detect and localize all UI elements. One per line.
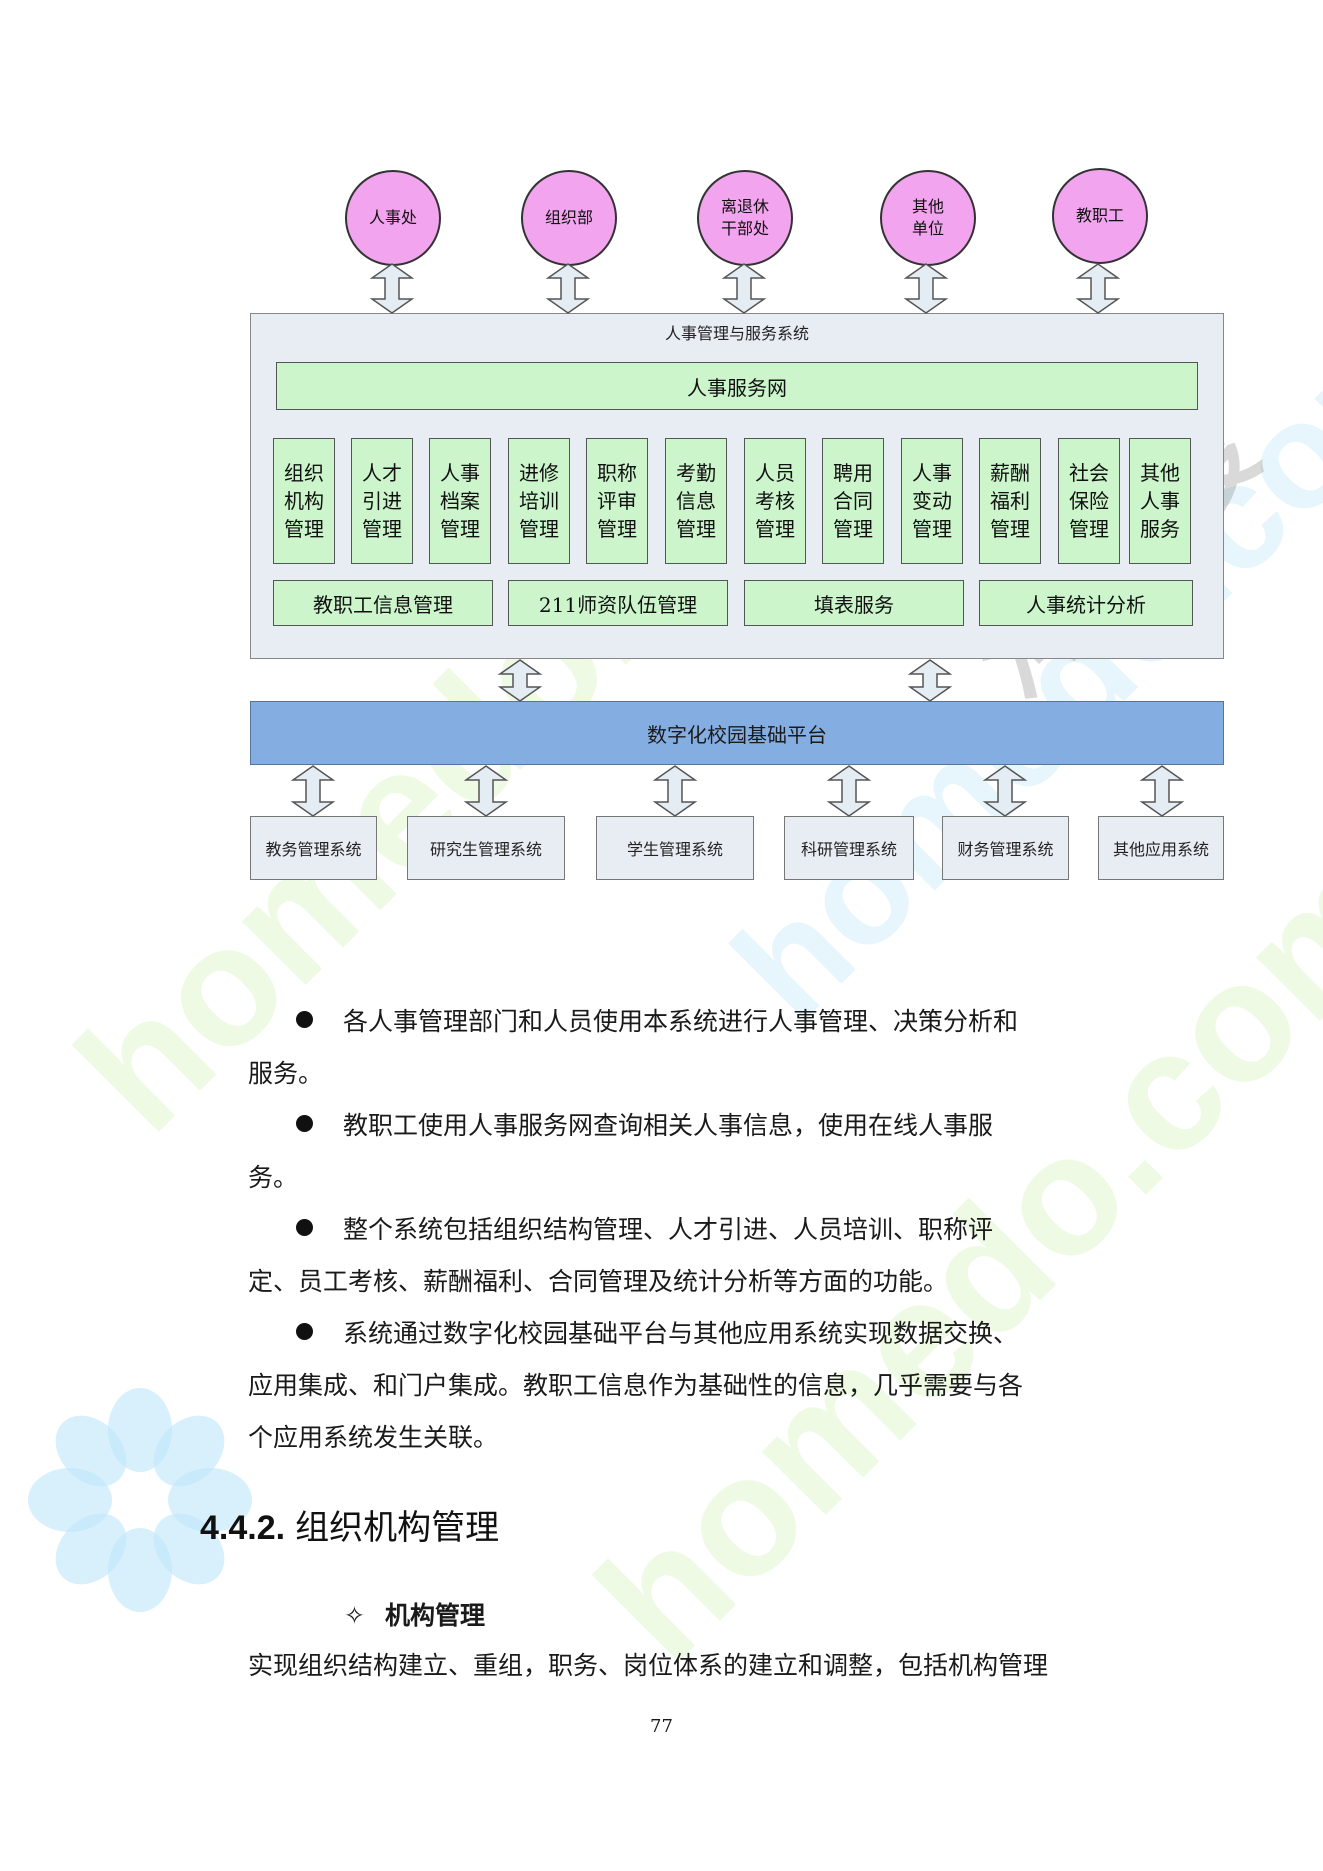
section-number: 4.4.2.: [200, 1509, 286, 1547]
bullet-text: 整个系统包括组织结构管理、人才引进、人员培训、职称评: [343, 1215, 994, 1244]
app-system-box: 其他应用系统: [1098, 816, 1224, 880]
diamond-bullet-icon: ✧: [344, 1601, 365, 1630]
app-system-box: 研究生管理系统: [407, 816, 565, 880]
module-box: 人事 档案 管理: [429, 438, 491, 564]
bullet-text: 务。: [248, 1163, 299, 1192]
module-box: 人才 引进 管理: [351, 438, 413, 564]
bullet-text: 应用集成、和门户集成。教职工信息作为基础性的信息，几乎需要与各: [248, 1371, 1024, 1400]
bullet-dot-icon: [296, 1115, 313, 1132]
bullet-dot-icon: [296, 1219, 313, 1236]
body-paragraph: 实现组织结构建立、重组，职务、岗位体系的建立和调整，包括机构管理: [248, 1651, 1049, 1680]
module-box: 薪酬 福利 管理: [979, 438, 1041, 564]
double-arrow-icon: [369, 263, 415, 314]
system-title: 人事管理与服务系统: [664, 324, 809, 343]
bullet-text: 各人事管理部门和人员使用本系统进行人事管理、决策分析和: [343, 1007, 1019, 1036]
double-arrow-icon: [907, 659, 953, 702]
double-arrow-icon: [1075, 263, 1121, 314]
watermark-flower-icon: [28, 1388, 252, 1612]
double-arrow-icon: [652, 765, 698, 817]
double-arrow-icon: [545, 263, 591, 314]
double-arrow-icon: [463, 765, 509, 817]
bullet-dot-icon: [296, 1011, 313, 1028]
section-title: 组织机构管理: [295, 1508, 500, 1548]
bullet-text: 定、员工考核、薪酬福利、合同管理及统计分析等方面的功能。: [248, 1267, 949, 1296]
module-box: 组织 机构 管理: [273, 438, 335, 564]
app-system-box: 科研管理系统: [784, 816, 914, 880]
stakeholder-circle: 其他 单位: [880, 170, 976, 266]
double-arrow-icon: [982, 765, 1028, 817]
double-arrow-icon: [290, 765, 336, 817]
bullet-text: 个应用系统发生关联。: [248, 1423, 499, 1452]
sub-service-bar: 教职工信息管理: [273, 580, 493, 626]
module-box: 进修 培训 管理: [508, 438, 570, 564]
module-box: 其他 人事 服务: [1129, 438, 1191, 564]
section-heading: 4.4.2.组织机构管理: [200, 1500, 499, 1549]
bullet-dot-icon: [296, 1323, 313, 1340]
bullet-paragraph: 教职工使用人事服务网查询相关人事信息，使用在线人事服务。: [248, 1100, 1078, 1204]
double-arrow-icon: [903, 263, 949, 314]
module-box: 职称 评审 管理: [586, 438, 648, 564]
sub-service-bar: 211师资队伍管理: [508, 580, 728, 626]
module-box: 人员 考核 管理: [744, 438, 806, 564]
double-arrow-icon: [497, 659, 543, 702]
subsection-heading: ✧ 机构管理: [344, 1596, 485, 1632]
double-arrow-icon: [1139, 765, 1185, 817]
double-arrow-icon: [721, 263, 767, 314]
page-number: 77: [650, 1716, 673, 1737]
service-net-bar: 人事服务网: [276, 362, 1198, 410]
stakeholder-circle: 离退休 干部处: [697, 170, 793, 266]
connector-arrows: [290, 263, 1185, 817]
module-box: 人事 变动 管理: [901, 438, 963, 564]
bullet-paragraph: 系统通过数字化校园基础平台与其他应用系统实现数据交换、应用集成、和门户集成。教职…: [248, 1308, 1078, 1464]
bullet-paragraph: 各人事管理部门和人员使用本系统进行人事管理、决策分析和服务。: [248, 996, 1078, 1100]
double-arrow-icon: [826, 765, 872, 817]
subsection-title: 机构管理: [384, 1601, 485, 1630]
sub-service-bar: 填表服务: [744, 580, 964, 626]
app-system-box: 财务管理系统: [942, 816, 1069, 880]
stakeholder-circle: 教职工: [1052, 168, 1148, 264]
bullet-text: 系统通过数字化校园基础平台与其他应用系统实现数据交换、: [343, 1319, 1019, 1348]
module-box: 社会 保险 管理: [1058, 438, 1120, 564]
bullet-text: 服务。: [248, 1059, 324, 1088]
platform-bar: 数字化校园基础平台: [250, 701, 1224, 765]
module-box: 聘用 合同 管理: [822, 438, 884, 564]
bullet-text: 教职工使用人事服务网查询相关人事信息，使用在线人事服: [343, 1111, 994, 1140]
bullet-paragraph: 整个系统包括组织结构管理、人才引进、人员培训、职称评定、员工考核、薪酬福利、合同…: [248, 1204, 1078, 1308]
module-box: 考勤 信息 管理: [665, 438, 727, 564]
app-system-box: 学生管理系统: [596, 816, 754, 880]
stakeholder-circle: 人事处: [345, 170, 441, 266]
sub-service-bar: 人事统计分析: [979, 580, 1193, 626]
